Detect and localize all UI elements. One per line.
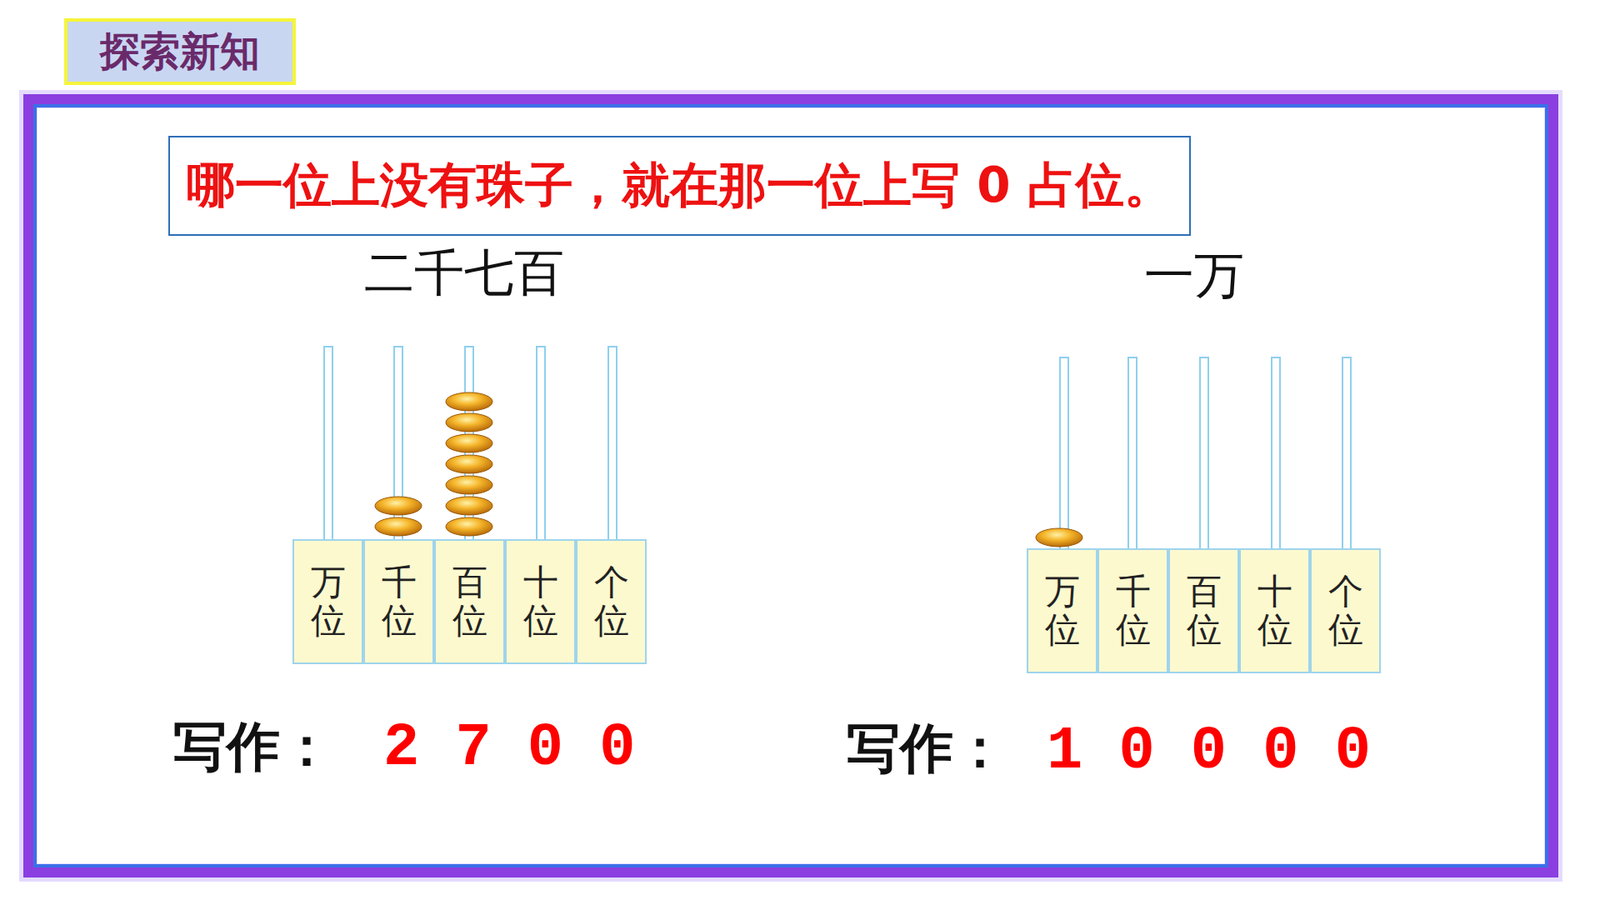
place-name: 十位 [523, 563, 559, 640]
abacus-bead [445, 517, 493, 536]
place-name: 百位 [452, 563, 488, 640]
place-value-cell: 十位 [1239, 548, 1310, 674]
abacus-bead [445, 392, 493, 411]
section-tag: 探索新知 [64, 18, 296, 85]
abacus-bead [445, 434, 493, 453]
abacus-rod [1060, 357, 1069, 550]
place-name: 万位 [310, 563, 346, 640]
place-value-cell: 千位 [1097, 548, 1169, 674]
place-name: 个位 [594, 563, 630, 640]
abacus-rod [1128, 357, 1137, 550]
abacus-beads [375, 392, 1083, 547]
written-number: 2 7 0 0 [383, 714, 635, 783]
rule-text: 哪一位上没有珠子，就在那一位上写 0 占位。 [186, 153, 1173, 219]
abacus-rod [1271, 357, 1280, 550]
number-name: 一万 [1144, 242, 1245, 310]
abacus-rod [536, 346, 545, 540]
place-name: 千位 [1115, 572, 1151, 650]
place-name: 个位 [1328, 572, 1364, 650]
number-name: 二千七百 [364, 240, 565, 308]
abacus-bead [445, 475, 493, 495]
rule-box: 哪一位上没有珠子，就在那一位上写 0 占位。 [168, 135, 1191, 236]
frame [28, 99, 1554, 873]
abacus-bead [445, 455, 493, 474]
abacus-rod [1342, 357, 1351, 550]
place-value-cell: 万位 [292, 539, 364, 665]
abacus-rod [324, 346, 333, 540]
abacus-bead [445, 413, 493, 432]
abacus-bead [445, 496, 493, 515]
place-name: 百位 [1186, 572, 1222, 650]
place-value-cell: 十位 [505, 539, 576, 665]
place-name: 千位 [381, 563, 417, 640]
place-name: 万位 [1045, 572, 1080, 650]
place-value-cell: 百位 [1168, 548, 1240, 674]
written-number: 1 0 0 0 0 [1046, 717, 1371, 786]
abacus-bead [375, 517, 422, 536]
abacus-rod [1200, 357, 1209, 550]
place-value-cell: 个位 [575, 539, 647, 665]
place-value-cell: 百位 [434, 539, 505, 665]
place-name: 十位 [1257, 572, 1293, 650]
place-value-cell: 个位 [1310, 548, 1381, 674]
abacus-bead [375, 496, 422, 515]
place-value-cell: 千位 [363, 539, 435, 665]
tag-text: 探索新知 [100, 25, 260, 79]
write-as: 写作： [173, 710, 334, 784]
place-value-cell: 万位 [1026, 548, 1098, 674]
write-as: 写作： [846, 712, 1007, 785]
abacus-rods [324, 346, 1351, 550]
abacus-bead [1035, 528, 1083, 547]
abacus-rod [608, 346, 617, 540]
